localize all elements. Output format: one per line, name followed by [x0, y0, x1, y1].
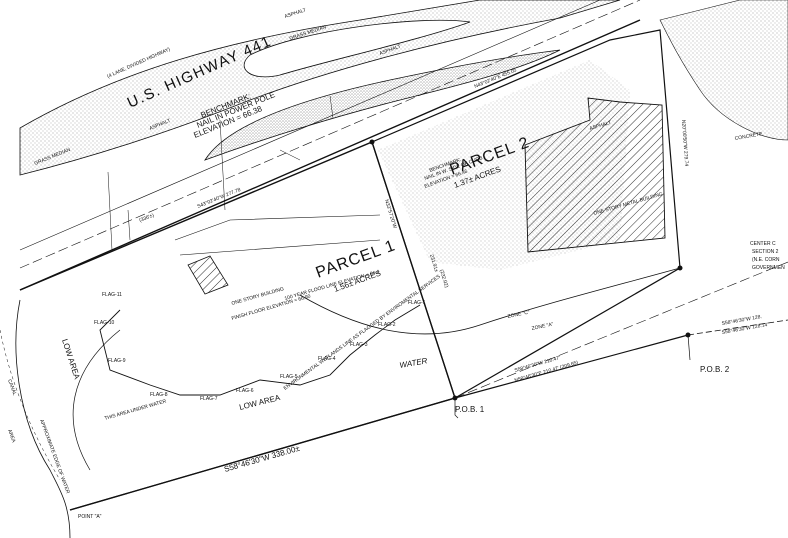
- east-tail-line: [687, 319, 788, 336]
- concrete-label: CONCRETE: [734, 131, 763, 142]
- edge-of-water: APPROXIMATE EDGE OF WATER: [38, 419, 71, 495]
- center-note-3: (N.E. CORN: [752, 257, 780, 263]
- highway-edge-2: [19, 0, 601, 251]
- asphalt-4: ASPHALT: [589, 120, 612, 132]
- median-island-1: [243, 19, 471, 78]
- center-note-1: CENTER C: [750, 241, 776, 247]
- corner-marker-east: [677, 265, 683, 271]
- concrete-area-east: [659, 0, 788, 141]
- dist-336: (336'±): [139, 212, 156, 223]
- flag-label: FLAG-1: [408, 300, 426, 306]
- wetland-flag-line: [99, 304, 421, 396]
- point-a-label: POINT "A": [78, 514, 102, 520]
- low-area-arc: [72, 329, 121, 471]
- corner-marker: [369, 139, 375, 145]
- pob-2-label: P.O.B. 2: [700, 365, 730, 374]
- area-label: AREA: [6, 429, 17, 444]
- canal-edge: [15, 299, 71, 538]
- flag-label: FLAG-6: [236, 388, 254, 394]
- survey-ticks: [107, 95, 334, 251]
- asphalt-3: ASPHALT: [284, 7, 307, 20]
- driveway: [174, 214, 381, 256]
- flag-label: FLAG-4: [318, 356, 336, 362]
- zone-c-label: ZONE "C": [507, 309, 530, 320]
- median-island-2: [204, 49, 561, 161]
- flag-label: FLAG-8: [150, 392, 168, 398]
- flag-label: FLAG-10: [94, 320, 115, 326]
- pob-2-leader: [687, 334, 691, 361]
- flag-label: FLAG-2: [378, 322, 396, 328]
- east-building: [524, 97, 666, 253]
- canal-edge-2: [0, 329, 61, 481]
- center-note-2: SECTION 2: [752, 249, 779, 255]
- flag-label: FLAG-3: [350, 342, 368, 348]
- east-line-bearing: N20°00'50"W 279.74: [680, 120, 689, 167]
- south-line-bearing: S58°46'30"W 338.00±: [223, 444, 301, 474]
- area-under-water: THIS AREA UNDER WATER: [104, 398, 167, 421]
- zone-line: [299, 267, 681, 335]
- south-dashed-line: [454, 261, 788, 399]
- flag-label: FLAG-11: [102, 292, 122, 298]
- highway-centerline: [19, 0, 641, 269]
- low-area-west-label: LOW AREA: [60, 338, 82, 381]
- pob-1-label: P.O.B. 1: [455, 405, 485, 414]
- low-area-label: LOW AREA: [238, 393, 281, 412]
- canal-label: CANAL: [6, 379, 17, 397]
- west-line-dist2: (232.02): [438, 269, 449, 289]
- zone-a-label: ZONE "A": [531, 321, 554, 332]
- pob-1-leader: [454, 398, 459, 419]
- west-line-dist: 231.91±: [428, 254, 439, 273]
- center-note-4: GOVERNMEN: [752, 265, 785, 271]
- water-label: WATER: [399, 356, 429, 370]
- flag-label: FLAG-9: [108, 358, 126, 364]
- flag-label: FLAG-5: [280, 374, 298, 380]
- flag-label: FLAG-7: [200, 396, 218, 402]
- highway-edge-south: [19, 19, 641, 291]
- west-building: [187, 255, 229, 295]
